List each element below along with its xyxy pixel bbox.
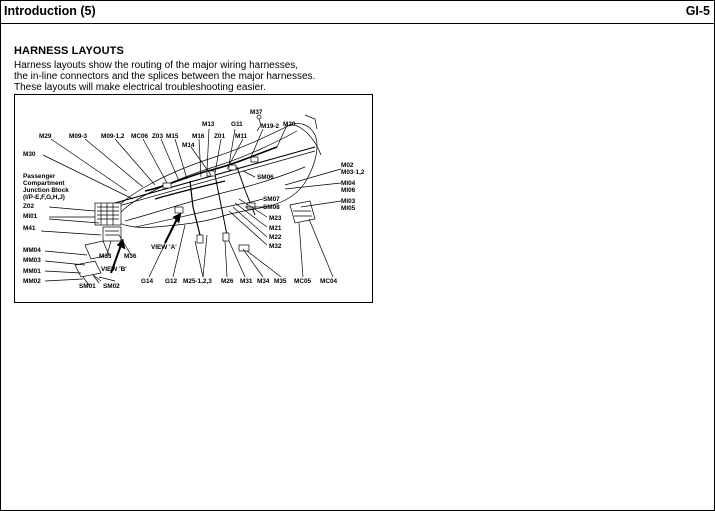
label-mm04: MM04 <box>23 247 41 254</box>
label-m36: M36 <box>124 253 137 260</box>
label-m09-1-2: M09-1,2 <box>101 133 125 140</box>
label-sm01: SM01 <box>79 283 96 290</box>
label-m33: M33 <box>99 253 112 260</box>
label-mi06: MI06 <box>341 187 356 194</box>
harness-layout-drawing <box>40 114 342 286</box>
label-m03-1-2: M03-1,2 <box>341 169 365 176</box>
label-sm06: SM06 <box>257 174 274 181</box>
label-mm01: MM01 <box>23 268 41 275</box>
label-m30: M30 <box>23 151 36 158</box>
label-m02: M02 <box>341 162 354 169</box>
label-g11: G11 <box>231 121 243 128</box>
label-m23: M23 <box>269 215 282 222</box>
header-title: Introduction (5) <box>4 4 96 18</box>
label-m32: M32 <box>269 243 282 250</box>
intro-line: Harness layouts show the routing of the … <box>14 60 299 71</box>
label-mi04: MI04 <box>341 180 356 187</box>
label-m41: M41 <box>23 225 36 232</box>
label-view-a: VIEW 'A' <box>151 244 177 251</box>
label-m21: M21 <box>269 225 282 232</box>
label-m29: M29 <box>39 133 52 140</box>
section-intro: Harness layouts show the routing of the … <box>14 60 315 93</box>
label-m14: M14 <box>182 142 195 149</box>
intro-line: the in-line connectors and the splices b… <box>14 71 316 82</box>
section-heading: HARNESS LAYOUTS <box>14 45 124 57</box>
label-m20: M20 <box>283 121 296 128</box>
label-m09-3: M09-3 <box>69 133 88 140</box>
label-m11: M11 <box>235 133 248 140</box>
label-g12: G12 <box>165 278 178 285</box>
label-m13: M13 <box>202 121 215 128</box>
label-mm02: MM02 <box>23 278 41 285</box>
label-m16: M16 <box>192 133 205 140</box>
label-mi03: MI03 <box>341 198 356 205</box>
intro-line: These layouts will make electrical troub… <box>14 82 266 93</box>
page-header: Introduction (5) GI-5 <box>0 0 715 24</box>
label-sm02: SM02 <box>103 283 120 290</box>
label-mi01: MI01 <box>23 213 38 220</box>
label-mi05: MI05 <box>341 205 356 212</box>
label-mc05: MC05 <box>294 278 312 285</box>
label-z03: Z03 <box>152 133 164 140</box>
harness-layout-figure: M37 M13 G11 M19-2 M20 M29 M09-3 M09-1,2 … <box>14 94 373 303</box>
label-m26: M26 <box>221 278 234 285</box>
label-m31: M31 <box>240 278 253 285</box>
label-m22: M22 <box>269 234 282 241</box>
label-mc04: MC04 <box>320 278 338 285</box>
header-page-number: GI-5 <box>685 4 710 18</box>
label-passenger-junction-block: Passenger Compartment Junction Block (I/… <box>23 173 69 201</box>
label-m15: M15 <box>166 133 179 140</box>
label-m37: M37 <box>250 109 263 116</box>
label-m35: M35 <box>274 278 287 285</box>
label-m25-1-2-3: M25-1,2,3 <box>183 278 212 285</box>
label-mc06: MC06 <box>131 133 149 140</box>
label-sm07: SM07 <box>263 196 280 203</box>
label-sm08: SM08 <box>263 204 280 211</box>
label-g14: G14 <box>141 278 154 285</box>
label-m34: M34 <box>257 278 270 285</box>
label-view-b: VIEW 'B' <box>101 266 127 273</box>
label-z02: Z02 <box>23 203 35 210</box>
label-m19-2: M19-2 <box>261 123 280 130</box>
label-z01: Z01 <box>214 133 226 140</box>
label-mm03: MM03 <box>23 257 41 264</box>
